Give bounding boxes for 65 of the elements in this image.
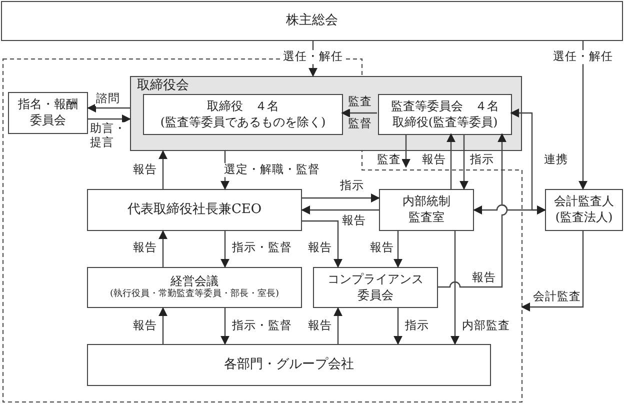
edge-label: 指示 [404, 319, 430, 333]
board-panel [130, 76, 522, 151]
edge-label: 選任・解任 [282, 50, 344, 64]
arrow [402, 134, 410, 168]
process-box: 内部統制監査室 [379, 189, 474, 231]
edge-label: 内部監査 [461, 319, 511, 333]
arrow [394, 231, 402, 268]
process-box: 指名・報酬委員会 [8, 92, 88, 134]
edge-label: 指示・監督 [231, 241, 293, 255]
arrow [158, 307, 168, 344]
edge-label: 諮問 [95, 92, 121, 106]
edge-label: 報告 [307, 241, 333, 255]
edge-label: 連携 [543, 153, 569, 167]
arrow [302, 194, 380, 202]
box-title: 監査等委員会 ４名 [391, 98, 499, 114]
edge-label: 指示 [469, 153, 495, 167]
process-box: 各部門・グループ会社 [87, 344, 491, 386]
arrow [341, 108, 377, 118]
process-box [87, 267, 302, 308]
edge-label: 選定・解職・監督 [223, 163, 321, 177]
edge-label: 報告 [132, 319, 158, 333]
arrow [301, 206, 379, 214]
box-subtitle: 取締役(監査等委員) [392, 114, 498, 130]
arrow [220, 231, 230, 268]
arrow [438, 133, 508, 288]
edge-label: 指示 [339, 179, 365, 193]
edge-label: 報告 [132, 241, 158, 255]
edge-label: 助言・提言 [89, 122, 127, 150]
arrow [521, 231, 584, 312]
box-title: 経営会議 [170, 274, 218, 288]
arrow [446, 133, 456, 189]
edge-label: 報告 [421, 153, 447, 167]
arrow [334, 307, 342, 344]
arrow [158, 230, 168, 267]
arrow [88, 114, 131, 124]
box-title: 取締役 ４名 [207, 98, 279, 114]
process-box: 会計監査人(監査法人) [545, 189, 623, 231]
arrow [302, 220, 342, 268]
arrow [450, 231, 460, 345]
arrow [578, 41, 588, 190]
edge-label: 指示・監督 [231, 319, 293, 333]
process-box [378, 94, 512, 135]
process-box [143, 94, 343, 135]
arrow [220, 308, 230, 345]
process-box: コンプライアンス委員会 [313, 267, 438, 308]
edge-label: 監査 [376, 153, 402, 167]
edge-label: 報告 [369, 241, 395, 255]
arrow [394, 308, 402, 345]
edge-label: 報告 [471, 271, 497, 285]
panel-heading: 取締役会 [137, 78, 189, 95]
edge-label: 会計監査 [532, 290, 582, 304]
arrow [460, 134, 468, 190]
edge-label: 報告 [307, 319, 333, 333]
box-subtitle: (監査等委員であるものを除く) [160, 114, 326, 130]
edge-label: 報告 [132, 163, 158, 177]
edge-label: 選任・解任 [552, 50, 614, 64]
arrow [510, 108, 546, 214]
process-box: 代表取締役社長兼CEO [87, 189, 302, 231]
arrow [87, 104, 130, 112]
edge-label: 監査 [347, 95, 373, 109]
arrow [158, 150, 168, 189]
note-text: 監督 [347, 117, 373, 131]
edge-label: 報告 [341, 214, 367, 228]
process-box: 株主総会 [1, 1, 623, 41]
box-subtitle: (執行役員・常勤監査等委員・部長・室長) [110, 289, 280, 302]
